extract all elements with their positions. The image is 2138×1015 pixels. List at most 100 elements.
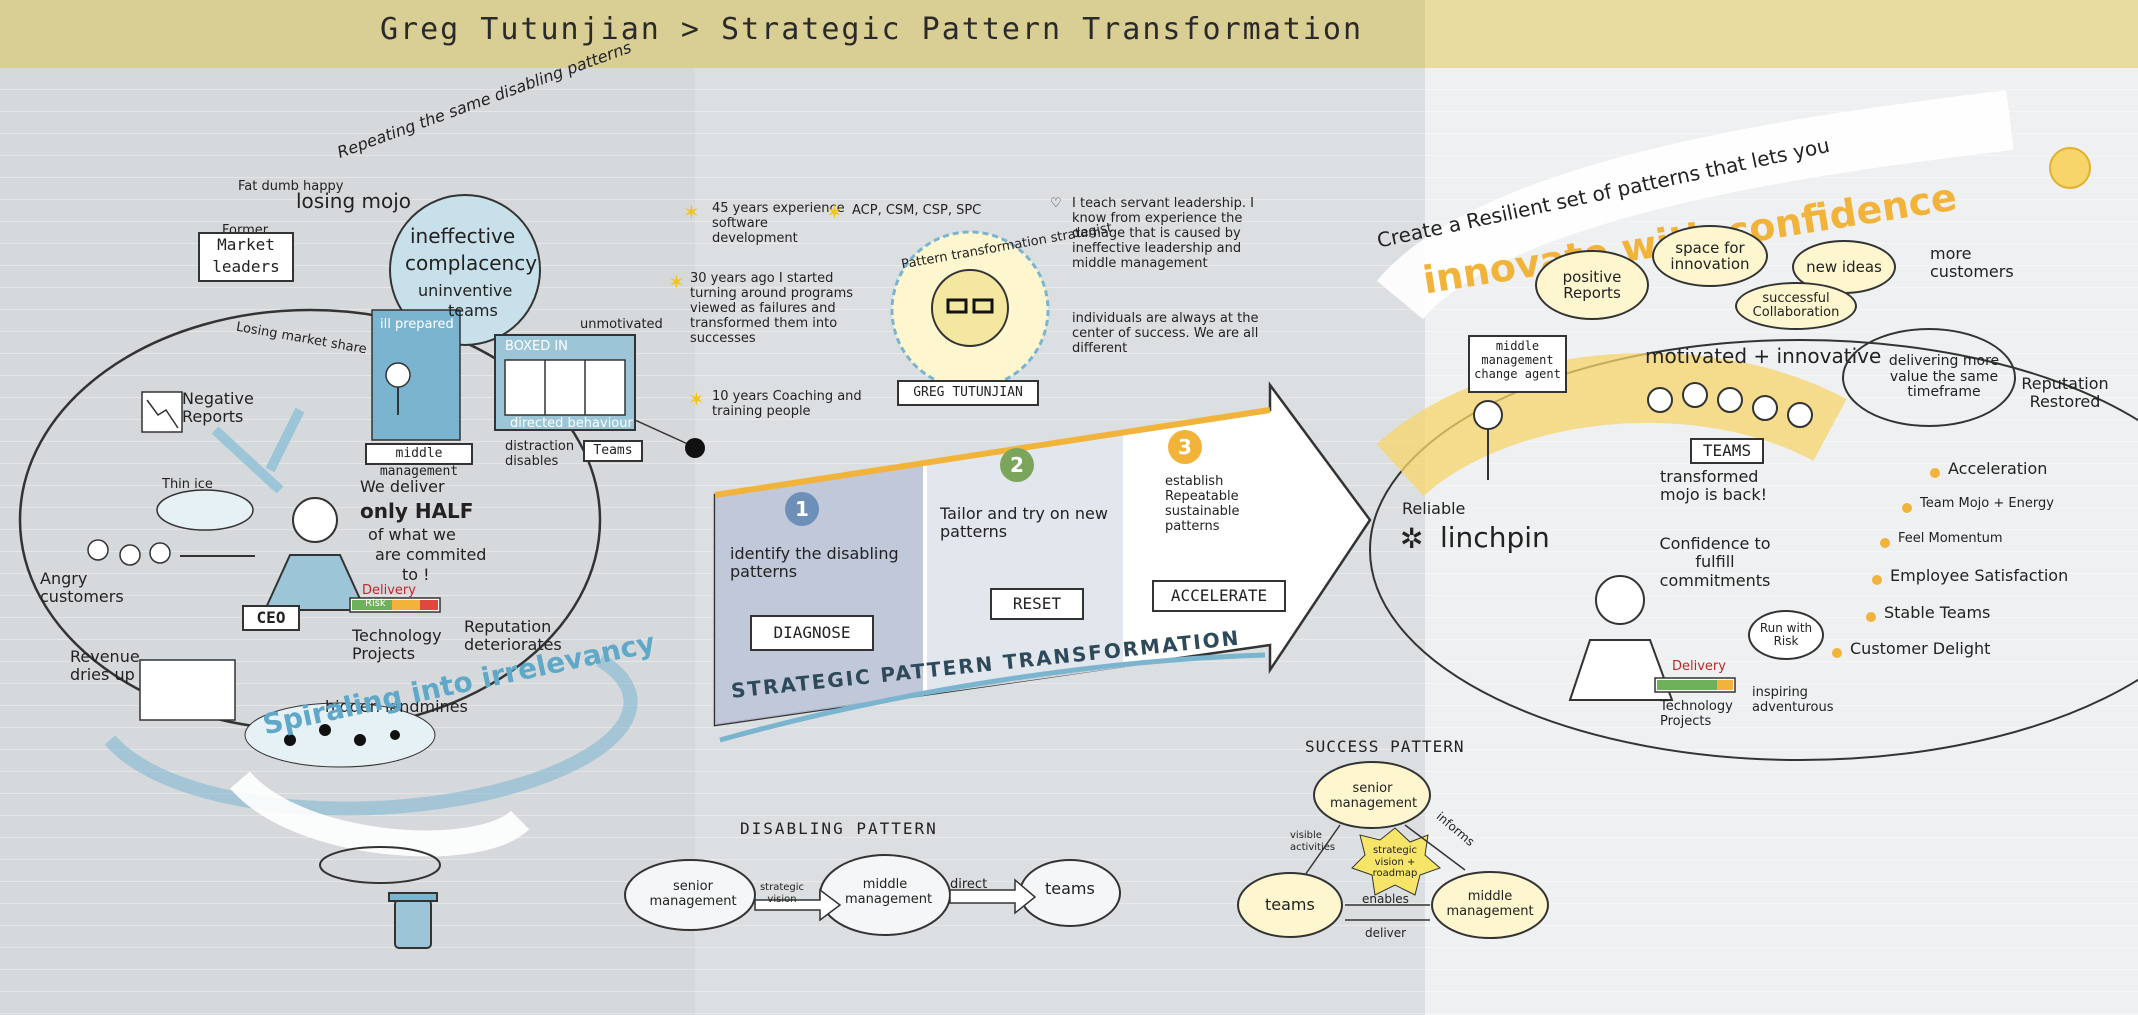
bio-coaching: 10 years Coaching and training people (712, 389, 862, 419)
ill-prepared: ill prepared (380, 317, 454, 332)
we-deliver-1: We deliver (360, 477, 445, 496)
bullet-icon (1866, 612, 1876, 622)
success-node-senior: senior management (1330, 781, 1418, 811)
success-center: strategic vision + roadmap (1372, 845, 1418, 879)
delivery-label: Delivery (362, 583, 416, 598)
we-deliver-3: of what we (368, 525, 456, 544)
bubble-collaboration: successful Collaboration (1735, 282, 1857, 330)
revenue-dries-up: Revenue dries up (70, 647, 140, 685)
step-1-text: identify the disabling patterns (730, 544, 899, 582)
we-deliver-5: to ! (402, 565, 430, 584)
motivated-innovative: motivated + innovative (1645, 344, 1882, 368)
transformed-mojo: transformed mojo is back! (1660, 467, 1767, 505)
title-bar: Greg Tutunjian > Strategic Pattern Trans… (0, 0, 2138, 68)
benefit-stable-teams: Stable Teams (1884, 603, 1991, 622)
complacency-line-1: ineffective (410, 224, 516, 248)
reliable-label: Reliable (1402, 499, 1466, 518)
diagnose-box: DIAGNOSE (750, 615, 874, 651)
star-icon: ✶ (668, 270, 685, 294)
success-edge-deliver: deliver (1365, 926, 1407, 940)
reputation-restored: Reputation Restored (2021, 374, 2109, 412)
delivering-more: delivering more value the same timeframe (1888, 353, 2000, 401)
we-deliver-2: only HALF (360, 499, 474, 523)
panel-problem (0, 68, 695, 1015)
inspiring-adventurous: inspiring adventurous (1752, 685, 1834, 715)
middle-management-box: middle management (365, 443, 473, 479)
complacency-line-3: uninventive (418, 281, 513, 300)
bullet-icon (1880, 538, 1890, 548)
title-bar-tint (0, 0, 1425, 68)
bubble-positive-reports: positive Reports (1535, 250, 1649, 320)
step-2-number: 2 (1000, 448, 1034, 482)
star-icon: ✲ (1400, 522, 1424, 555)
success-edge-visible: visible activities (1290, 830, 1336, 853)
bio-certs: ACP, CSM, CSP, SPC (852, 203, 982, 218)
step-2-text: Tailor and try on new patterns (940, 504, 1108, 542)
complacency-line-4: teams (448, 301, 498, 320)
star-icon: ✶ (826, 200, 843, 224)
hidden-landmines: hidden landmines (325, 697, 468, 716)
delivering-more-bubble: delivering more value the same timeframe (1842, 328, 2016, 427)
complacency-line-2: complacency (405, 251, 538, 275)
we-deliver-4: are commited (375, 545, 487, 564)
heart-icon: ♡ (1050, 196, 1062, 211)
confidence-commitments: Confidence to fulfill commitments (1659, 534, 1771, 590)
negative-reports: Negative Reports (182, 389, 254, 427)
bullet-icon (1902, 503, 1912, 513)
success-title: SUCCESS PATTERN (1305, 737, 1465, 756)
disabling-node-teams: teams (1045, 879, 1095, 898)
success-edge-enables: enables (1362, 892, 1409, 906)
benefit-acceleration: Acceleration (1948, 459, 2048, 478)
benefit-momentum: Feel Momentum (1898, 531, 2003, 546)
unmotivated: unmotivated (580, 317, 663, 332)
risk-label: Risk (365, 598, 386, 609)
bio-turnaround: 30 years ago I started turning around pr… (690, 271, 854, 346)
disabling-node-senior: senior management (649, 879, 737, 909)
disabling-edge-direct: direct (950, 877, 988, 892)
bio-years: 45 years experience software development (712, 201, 845, 246)
step-1-number: 1 (785, 492, 819, 526)
disabling-edge-vision: strategic vision (759, 882, 805, 905)
market-leaders-box: Market leaders (198, 232, 294, 282)
boxed-in: BOXED IN (505, 339, 568, 354)
disabling-node-middle: middle management (845, 877, 933, 907)
disabling-title: DISABLING PATTERN (740, 819, 938, 838)
benefit-employee: Employee Satisfaction (1890, 566, 2069, 585)
teams-box-right: TEAMS (1690, 438, 1764, 464)
reset-box: RESET (990, 588, 1084, 620)
losing-mojo: losing mojo (296, 189, 412, 213)
benefit-customer-delight: Customer Delight (1850, 639, 1991, 658)
success-node-teams: teams (1265, 895, 1315, 914)
change-agent-box: middle management change agent (1468, 335, 1567, 393)
fat-dumb-happy: Fat dumb happy (238, 179, 344, 194)
run-with-risk-bubble: Run with Risk (1748, 610, 1824, 660)
page-title: Greg Tutunjian > Strategic Pattern Trans… (380, 12, 1364, 47)
star-icon: ✶ (688, 387, 705, 411)
thin-ice: Thin ice (162, 477, 213, 492)
run-with-risk: Run with Risk (1759, 620, 1813, 648)
distraction-disables: distraction disables (505, 439, 575, 469)
benefit-team-mojo: Team Mojo + Energy (1920, 496, 2054, 511)
bullet-icon (1930, 468, 1940, 478)
bullet-icon (1832, 648, 1842, 658)
technology-projects-left: Technology Projects (352, 626, 442, 664)
bubble-space-innovation: space for innovation (1652, 225, 1768, 287)
more-customers: more customers (1930, 244, 2014, 282)
delivery-label-right: Delivery (1672, 659, 1726, 674)
reputation-deteriorates: Reputation deteriorates (464, 617, 562, 655)
step-3-text: establish Repeatable sustainable pattern… (1165, 474, 1240, 534)
linchpin-label: linchpin (1440, 521, 1550, 554)
success-node-middle: middle management (1446, 889, 1534, 919)
accelerate-box: ACCELERATE (1152, 580, 1286, 612)
servant-leadership: I teach servant leadership. I know from … (1072, 196, 1254, 271)
directed-behaviour: directed behaviour (510, 416, 633, 431)
individuals-center: individuals are always at the center of … (1072, 311, 1259, 356)
step-3-number: 3 (1168, 430, 1202, 464)
star-icon: ✶ (683, 200, 700, 224)
ceo-box: CEO (242, 605, 300, 631)
bullet-icon (1872, 575, 1882, 585)
name-label: GREG TUTUNJIAN (897, 380, 1039, 406)
teams-box: Teams (583, 440, 643, 462)
technology-projects-right: Technology Projects (1660, 699, 1733, 729)
